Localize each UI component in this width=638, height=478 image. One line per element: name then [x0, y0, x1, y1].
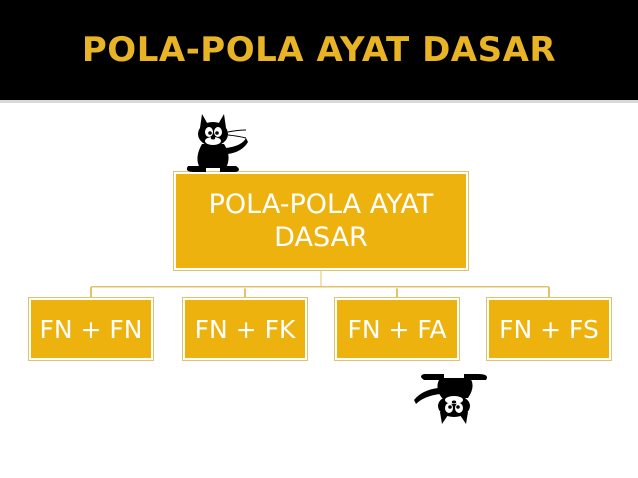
child-node-fn-fa: FN + FA	[335, 298, 459, 360]
root-node-line-1: POLA-POLA AYAT	[208, 189, 434, 220]
root-node-line-2: DASAR	[274, 222, 368, 253]
slide-title: POLA-POLA AYAT DASAR	[81, 30, 557, 70]
cat-cartoon-inverted-icon	[414, 374, 487, 424]
child-node-fn-fs: FN + FS	[487, 298, 611, 360]
title-divider	[0, 100, 638, 103]
title-bar	[0, 0, 638, 100]
child-node-fn-fn: FN + FN	[29, 298, 153, 360]
child-node-fn-fk: FN + FK	[183, 298, 307, 360]
cat-cartoon-icon	[186, 114, 248, 172]
root-node: POLA-POLA AYAT DASAR	[174, 172, 468, 270]
